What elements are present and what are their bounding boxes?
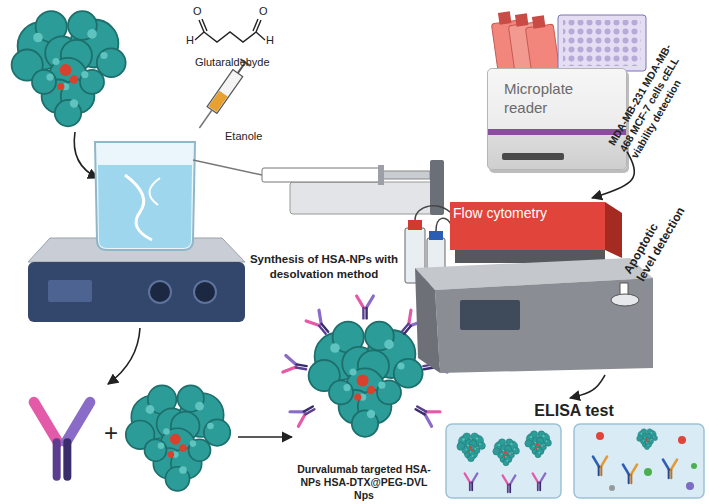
elisa-wells bbox=[623, 465, 637, 484]
syringe-symbol bbox=[194, 59, 250, 131]
node-label: ELISA test bbox=[440, 401, 708, 421]
targeted-nanoparticle bbox=[309, 322, 423, 437]
syringe-pump bbox=[378, 165, 384, 185]
elisa-wells bbox=[493, 439, 520, 466]
device-box: Microplate reader bbox=[487, 68, 627, 170]
syringe-pump bbox=[382, 171, 430, 179]
syringe-pump bbox=[290, 182, 440, 214]
connector-group bbox=[570, 152, 634, 398]
flow-cytometer bbox=[450, 202, 605, 250]
elisa-wells bbox=[446, 424, 561, 498]
flow-arrow bbox=[570, 375, 605, 398]
nanoparticle-group: Durvalumab targeted HSA-NPs HSA-DTX@PEG-… bbox=[282, 288, 447, 502]
magnetic-stirrer bbox=[48, 280, 92, 302]
glutaraldehyde-structure bbox=[202, 19, 207, 31]
culture-flasks bbox=[498, 11, 512, 25]
glutaraldehyde-structure bbox=[253, 19, 258, 31]
elisa-wells bbox=[596, 432, 604, 440]
glutaraldehyde-structure bbox=[204, 32, 256, 42]
syringe-symbol bbox=[208, 91, 227, 112]
magnetic-stirrer bbox=[194, 281, 216, 303]
syringe-pump bbox=[262, 168, 382, 182]
durvalumab-antibody bbox=[34, 402, 90, 477]
elisa-wells bbox=[644, 468, 652, 476]
elisa-wells bbox=[525, 431, 552, 458]
reagent-name: Etanole bbox=[225, 130, 262, 142]
elisa-wells bbox=[465, 474, 478, 491]
syringe-symbol bbox=[199, 110, 212, 128]
step-title: Synthesis of HSA-NPs with desolvation me… bbox=[238, 252, 410, 282]
targeted-nanoparticle bbox=[357, 296, 374, 318]
elisa-wells bbox=[503, 476, 516, 493]
magnetic-stirrer bbox=[28, 262, 245, 322]
glutaraldehyde-structure bbox=[256, 32, 265, 40]
flow-cytometer bbox=[408, 220, 422, 230]
glutaraldehyde-structure bbox=[195, 19, 265, 42]
device-box: Flow cytometry bbox=[395, 198, 655, 375]
beaker-symbol bbox=[125, 175, 152, 240]
flow-cytometer bbox=[429, 231, 443, 240]
culture-flasks bbox=[515, 13, 529, 27]
compound-name: Glutaraldehyde bbox=[195, 56, 270, 68]
assay-panel: ELISA test bbox=[440, 398, 708, 502]
node-label: Flow cytometry bbox=[453, 205, 598, 222]
elisa-wells bbox=[691, 463, 697, 469]
process-arrow bbox=[108, 328, 140, 384]
elisa-wells bbox=[663, 460, 677, 479]
targeted-nanoparticle bbox=[290, 401, 318, 427]
beaker-symbol bbox=[149, 178, 160, 205]
glutaraldehyde-structure bbox=[195, 32, 204, 40]
elisa-wells bbox=[574, 424, 704, 498]
beaker-symbol bbox=[95, 142, 195, 250]
elisa-wells bbox=[533, 474, 546, 491]
process-arrow bbox=[238, 436, 292, 438]
assay-note: Apoptotic level detection bbox=[621, 196, 689, 285]
elisa-wells bbox=[457, 433, 486, 462]
elisa-wells bbox=[678, 436, 686, 444]
flow-cytometer bbox=[436, 218, 452, 231]
atom-symbol: H bbox=[186, 34, 194, 46]
flow-cytometer bbox=[460, 300, 520, 330]
atom-symbol: O bbox=[193, 5, 202, 17]
syringe-symbol bbox=[207, 70, 243, 114]
magnetic-stirrer bbox=[149, 281, 171, 303]
flow-cytometer bbox=[605, 202, 622, 258]
flow-cytometer bbox=[405, 202, 653, 373]
flow-cytometer bbox=[435, 278, 653, 373]
elisa-wells bbox=[446, 424, 704, 498]
targeted-nanoparticle bbox=[306, 310, 333, 338]
well-plate bbox=[558, 15, 646, 71]
node-label: Durvalumab targeted HSA-NPs HSA-DTX@PEG-… bbox=[294, 463, 434, 502]
albumin-protein bbox=[126, 385, 231, 491]
targeted-nanoparticle bbox=[283, 356, 308, 376]
plus-sign: + bbox=[104, 420, 118, 446]
beaker-symbol bbox=[95, 142, 195, 250]
elisa-wells bbox=[686, 482, 694, 490]
targeted-nanoparticle bbox=[412, 401, 440, 427]
beaker-symbol bbox=[98, 165, 192, 248]
node-label: Microplate reader bbox=[504, 79, 604, 117]
atom-symbol: H bbox=[266, 34, 274, 46]
well-plate bbox=[558, 15, 646, 71]
flow-arrow bbox=[592, 152, 634, 198]
elisa-wells bbox=[637, 429, 658, 450]
flow-cytometer bbox=[611, 294, 639, 306]
albumin-protein bbox=[12, 11, 126, 126]
elisa-wells bbox=[609, 485, 615, 491]
elisa-wells bbox=[593, 457, 607, 476]
flow-cytometer bbox=[415, 268, 440, 373]
well-plate bbox=[563, 20, 641, 66]
atom-symbol: O bbox=[259, 5, 268, 17]
syringe-pump bbox=[193, 160, 262, 175]
flow-cytometer bbox=[415, 206, 452, 220]
syringe-pump bbox=[193, 160, 444, 215]
assay-note: MDA-MB-231 MDA-MB-468 MCF-7 cells cELL v… bbox=[606, 39, 699, 161]
culture-flasks bbox=[532, 15, 546, 29]
